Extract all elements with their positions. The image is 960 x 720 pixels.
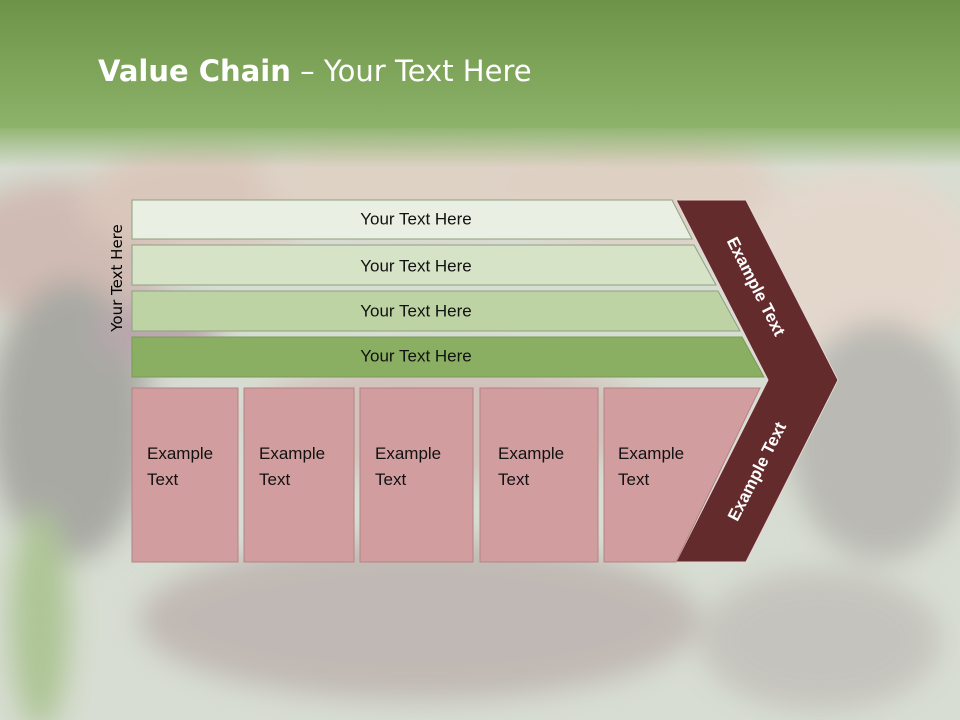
box-3-line1: Example xyxy=(375,444,441,463)
box-2 xyxy=(243,387,355,563)
box-1-line1: Example xyxy=(147,444,213,463)
title-rest: Your Text Here xyxy=(323,54,532,88)
box-4 xyxy=(479,387,599,563)
bar-2-label: Your Text Here xyxy=(360,256,472,275)
box-1 xyxy=(131,387,239,563)
bar-1-label: Your Text Here xyxy=(360,209,472,228)
title-dash: – xyxy=(290,54,324,88)
reflection-box-1-line1: Example xyxy=(147,663,213,682)
reflection-box-1-line2: Text xyxy=(147,637,178,656)
box-5-line2: Text xyxy=(618,470,649,489)
reflection-box-4-line1: Example xyxy=(498,663,564,682)
chevron-shape xyxy=(675,199,839,563)
reflection-box-3-line1: Example xyxy=(375,663,441,682)
box-3 xyxy=(359,387,474,563)
diagram-reflection: Example Text Example Text Example Text E… xyxy=(132,564,825,720)
box-5-line1: Example xyxy=(618,444,684,463)
box-4-line1: Example xyxy=(498,444,564,463)
bar-2 xyxy=(131,244,717,286)
reflection-box-2-line1: Example xyxy=(259,663,325,682)
slide-title: Value Chain – Your Text Here xyxy=(98,54,532,88)
box-3-line2: Text xyxy=(375,470,406,489)
title-strong: Value Chain xyxy=(98,54,291,88)
reflection-box-3-line2: Text xyxy=(375,637,406,656)
reflection-box-5-line2: Text xyxy=(618,637,649,656)
box-4-line2: Text xyxy=(498,470,529,489)
bar-3-label: Your Text Here xyxy=(360,301,472,320)
reflection-box-5-line1: Example xyxy=(618,663,684,682)
box-2-line2: Text xyxy=(259,470,290,489)
box-1-line2: Text xyxy=(147,470,178,489)
bar-4 xyxy=(131,336,765,378)
bar-4-label: Your Text Here xyxy=(360,346,472,365)
bar-3 xyxy=(131,290,741,332)
reflection-box-2-line2: Text xyxy=(259,637,290,656)
box-2-line1: Example xyxy=(259,444,325,463)
bar-1 xyxy=(131,199,693,240)
reflection-box-4-line2: Text xyxy=(498,637,529,656)
box-5 xyxy=(603,387,761,563)
